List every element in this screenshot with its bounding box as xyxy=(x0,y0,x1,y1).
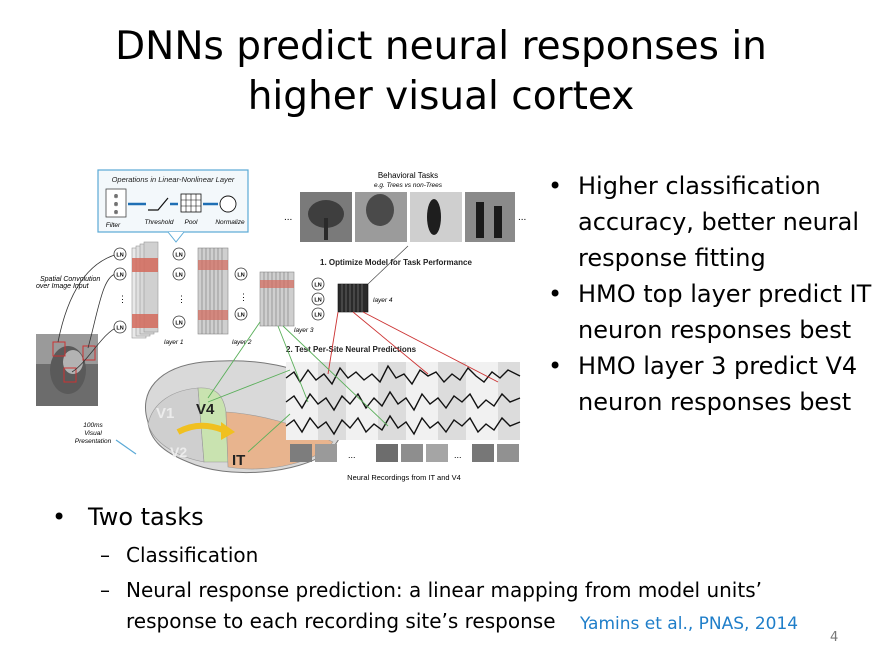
bullet-dot-icon: • xyxy=(548,172,563,200)
right-bullet-1: • Higher classification accuracy, better… xyxy=(548,168,878,276)
sub-bullet-neural-prediction: –Neural response prediction: a linear ma… xyxy=(100,575,762,605)
behavioral-tasks-label: Behavioral Tasks xyxy=(378,171,438,180)
svg-text:⊗: ⊗ xyxy=(113,210,118,216)
model-figure: Operations in Linear-Nonlinear Layer ⊗ ⊗… xyxy=(36,169,526,482)
svg-text:LN: LN xyxy=(175,321,182,327)
sub-bullet-classification: –Classification xyxy=(100,540,258,570)
dash-icon: – xyxy=(100,578,110,602)
svg-text:LN: LN xyxy=(116,326,123,332)
presentation-label-3: Presentation xyxy=(75,438,112,445)
recordings-label: Neural Recordings from IT and V4 xyxy=(347,473,461,482)
v4-label: V4 xyxy=(196,401,215,418)
svg-text:⋮: ⋮ xyxy=(118,294,127,304)
svg-text:LN: LN xyxy=(175,253,182,259)
page-number: 4 xyxy=(830,630,839,645)
svg-text:LN: LN xyxy=(237,273,244,279)
layer-2-label: layer 2 xyxy=(232,339,252,346)
right-bullet-2: • HMO top layer predict IT neuron respon… xyxy=(548,276,878,348)
step-1-label: 1. Optimize Model for Task Performance xyxy=(320,258,472,267)
op-filter-label: Filter xyxy=(106,222,121,229)
over-image-label: over Image Input xyxy=(36,283,90,290)
bullet-dot-icon: • xyxy=(548,352,563,380)
step-2-label: 2. Test Per-Site Neural Predictions xyxy=(286,345,417,354)
v2-label: V2 xyxy=(170,444,187,460)
title-line-1: DNNs predict neural responses in xyxy=(115,24,767,69)
bullet-dot-icon: • xyxy=(548,280,563,308)
ln-column-3: LN LN ⋮ xyxy=(234,267,248,321)
svg-text:⋮: ⋮ xyxy=(177,294,186,304)
operations-title: Operations in Linear-Nonlinear Layer xyxy=(112,175,235,184)
presentation-label-2: Visual xyxy=(84,430,102,437)
svg-text:⋮: ⋮ xyxy=(239,292,248,302)
svg-text:LN: LN xyxy=(314,283,321,289)
title-line-2: higher visual cortex xyxy=(247,74,635,119)
layer-3-stack xyxy=(259,271,295,327)
v1-label: V1 xyxy=(156,405,174,422)
dash-icon: – xyxy=(100,543,110,567)
input-image xyxy=(36,334,98,406)
ln-column-1: LN LN LN ⋮ xyxy=(113,247,127,334)
svg-text:...: ... xyxy=(454,450,462,460)
task-images xyxy=(300,192,515,242)
right-bullet-3: • HMO layer 3 predict V4 neuron response… xyxy=(548,348,878,420)
spatial-conv-label: Spatial Convolution xyxy=(40,276,100,283)
svg-text:LN: LN xyxy=(314,298,321,304)
prediction-arrows xyxy=(207,311,499,453)
layer-1-label: layer 1 xyxy=(164,339,184,346)
svg-text:⊗: ⊗ xyxy=(113,202,118,208)
filter-icon xyxy=(105,188,127,218)
two-tasks-bullet: •Two tasks xyxy=(52,500,204,534)
op-normalize-label: Normalize xyxy=(215,219,245,226)
svg-text:...: ... xyxy=(284,212,292,223)
layer-4-label: layer 4 xyxy=(373,297,393,304)
svg-text:⊗: ⊗ xyxy=(113,194,118,200)
sub-bullet-neural-prediction-cont: response to each recording site’s respon… xyxy=(126,609,556,633)
right-bullet-list: • Higher classification accuracy, better… xyxy=(548,168,878,420)
bullet-dot-icon: • xyxy=(52,503,67,531)
ln-column-2: LN LN LN ⋮ xyxy=(172,247,186,329)
slide-title: DNNs predict neural responses in higher … xyxy=(0,22,882,122)
ln-column-4: LN LN LN xyxy=(311,277,325,321)
presentation-label-1: 100ms xyxy=(83,422,103,429)
svg-text:LN: LN xyxy=(314,313,321,319)
layer-2-stack xyxy=(197,247,229,335)
svg-text:LN: LN xyxy=(116,253,123,259)
threshold-icon xyxy=(148,197,169,211)
layer-1-stack xyxy=(131,241,159,339)
citation: Yamins et al., PNAS, 2014 xyxy=(580,614,799,634)
svg-text:LN: LN xyxy=(175,273,182,279)
layer-3-label: layer 3 xyxy=(294,327,314,334)
layer-4-stack xyxy=(337,283,369,313)
op-threshold-label: Threshold xyxy=(145,219,174,226)
stimulus-thumbnails xyxy=(290,444,519,462)
it-label: IT xyxy=(232,452,245,469)
pool-icon xyxy=(180,193,202,213)
op-pool-label: Pool xyxy=(184,219,198,226)
svg-text:LN: LN xyxy=(237,313,244,319)
trees-example-label: e.g. Trees vs non-Trees xyxy=(374,182,443,189)
svg-text:...: ... xyxy=(348,450,356,460)
normalize-icon xyxy=(219,195,237,213)
neural-traces xyxy=(285,362,521,440)
svg-text:LN: LN xyxy=(116,273,123,279)
svg-text:...: ... xyxy=(518,212,526,223)
